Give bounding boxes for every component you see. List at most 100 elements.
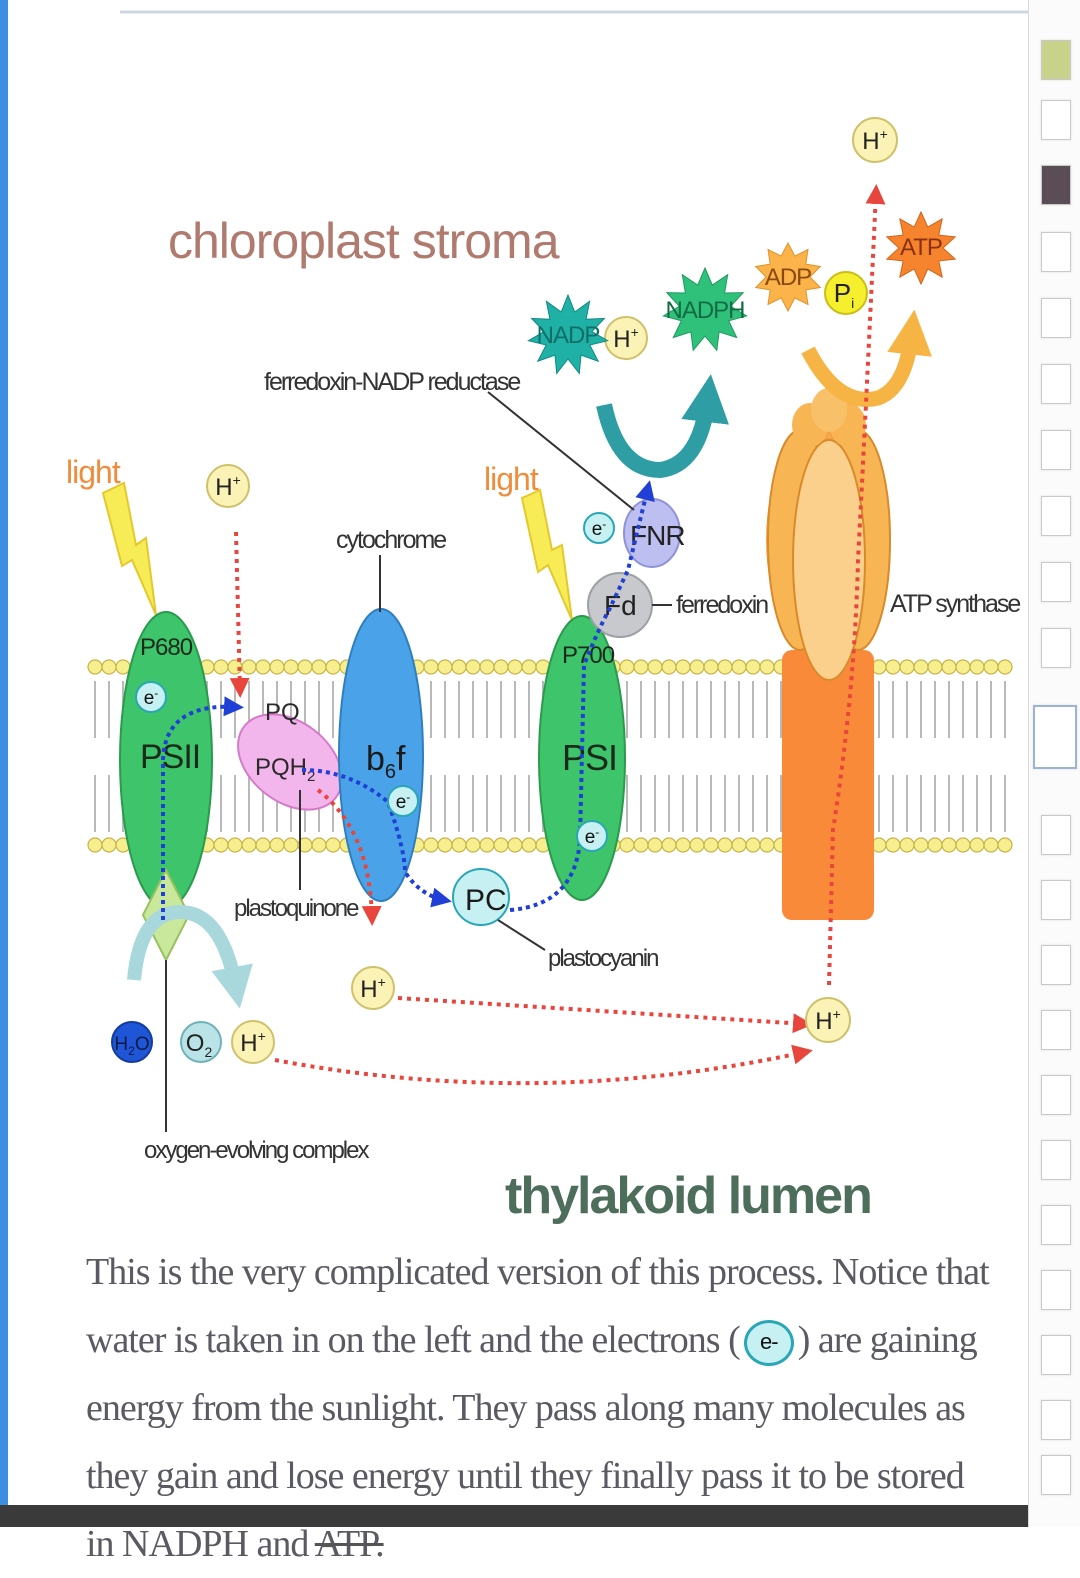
slide-thumbnail[interactable] [1041,562,1071,602]
lipid-head [269,659,285,675]
pi-molecule-circle [824,271,868,315]
proton-stroma-left: H+ [206,464,250,508]
lipid-head [437,659,453,675]
lightning-bolt-right-icon [520,488,573,621]
lipid-head [941,659,957,675]
adp-starburst-icon [754,241,822,313]
slide-thumbnail-selected[interactable] [1033,705,1077,769]
adp-label: ADP [765,264,811,291]
ferredoxin: Fd [587,572,653,638]
slide-thumbnail[interactable] [1041,1010,1071,1050]
slide-thumbnail[interactable] [1041,1455,1071,1495]
water-molecule: H2O [111,1021,153,1063]
lipid-head [311,837,327,853]
fd-label: Fd [604,590,637,621]
slide-thumbnail[interactable] [1041,628,1071,668]
light-label-right: light [484,461,539,497]
proton-path-lumen-lower [274,1044,813,1086]
proton-path-pq-lumen [316,788,382,926]
stroma-title: chloroplast stroma [168,213,560,269]
narrative-part-2: ) are gaining energy from the sunlight. … [86,1319,978,1565]
proton-lumen-synthase: H+ [805,997,851,1043]
slide-thumbnail[interactable] [1041,232,1071,272]
lipid-head [269,837,285,853]
lipid-head [759,837,775,853]
lipid-head [619,837,635,853]
photosystem-i: P700 PSI [538,615,626,901]
lipid-head [871,837,887,853]
slide-thumbnail[interactable] [1041,880,1071,920]
lipid-head [969,659,985,675]
lipid-head [241,659,257,675]
atp-starburst-icon [885,210,957,286]
fnr-name-label: ferredoxin-NADP reductase [264,368,520,396]
lipid-head [997,659,1013,675]
slide-thumbnail[interactable] [1041,430,1071,470]
slide-thumbnail[interactable] [1041,1335,1071,1375]
atp-synthase [766,388,891,920]
slide-thumbnail[interactable] [1041,1075,1071,1115]
proton-stroma-top-circle [852,117,898,163]
slide-thumbnail[interactable] [1041,40,1071,80]
plastoquinone-label: plastoquinone [234,895,359,922]
slide-thumbnail[interactable] [1041,1140,1071,1180]
pc-label: PC [465,884,507,917]
lipid-head [437,837,453,853]
electron-path-pq-b6f [301,768,452,908]
photosynthesis-diagram: chloroplast stroma thylakoid lumen light… [0,0,1028,1527]
proton-stroma-left-circle [206,464,250,508]
water-molecule-text: H2O [114,1034,149,1058]
narrative-text: This is the very complicated version of … [86,1238,991,1578]
nadp-conversion-arrow [596,374,729,479]
pointer-fnr [487,391,635,511]
slide-thumbnail[interactable] [1041,1205,1071,1245]
lightning-bolt-left-icon [101,481,157,616]
lipid-head [101,837,117,853]
pqh2-label: PQH2 [255,754,315,785]
slide-thumbnail-strip[interactable] [1028,0,1080,1527]
electron-path-pc-psi [509,480,655,912]
lipid-head [759,659,775,675]
lipid-head [507,837,523,853]
slide-thumbnail[interactable] [1041,815,1071,855]
lipid-head [283,659,299,675]
oxygen-molecule: O2 [180,1021,222,1063]
lipid-head [969,837,985,853]
lumen-title: thylakoid lumen [505,1167,871,1225]
lipid-head [675,659,691,675]
slide-thumbnail[interactable] [1041,298,1071,338]
lipid-head [899,659,915,675]
lipid-head [325,659,341,675]
slide-thumbnail[interactable] [1041,100,1071,140]
lipid-head [899,837,915,853]
bottom-bar [0,1505,1028,1527]
lipid-head [465,837,481,853]
proton-lumen-oec-text: H+ [240,1028,266,1057]
slide-thumbnail[interactable] [1041,945,1071,985]
slide-thumbnail[interactable] [1041,496,1071,536]
slide-thumbnail[interactable] [1041,364,1071,404]
nadp-starburst-icon [527,293,609,375]
slide-thumbnail[interactable] [1041,1270,1071,1310]
electron-psii-circle [135,681,167,713]
proton-lumen-oec: H+ [231,1020,275,1064]
proton-lumen-pq: H+ [351,966,395,1010]
lipid-head [661,837,677,853]
lipid-head [213,659,229,675]
lipid-head [255,837,271,853]
fnr: FNR [623,498,686,568]
lipid-head [255,659,271,675]
slide-thumbnail[interactable] [1041,165,1071,205]
narrative-part-1: This is the very complicated version of … [86,1251,990,1361]
slide-thumbnail[interactable] [1041,1400,1071,1440]
electron-b6f-text: e- [396,790,411,813]
lipid-head [325,837,341,853]
cytochrome-b6f: b6f [338,608,424,902]
nadph-starburst-icon [662,266,748,352]
lipid-head [927,837,943,853]
proton-nadp-circle [604,316,648,360]
oxygen-molecule-circle [180,1021,222,1063]
proton-lumen-oec-circle [231,1020,275,1064]
pq-label: PQ [265,699,300,726]
